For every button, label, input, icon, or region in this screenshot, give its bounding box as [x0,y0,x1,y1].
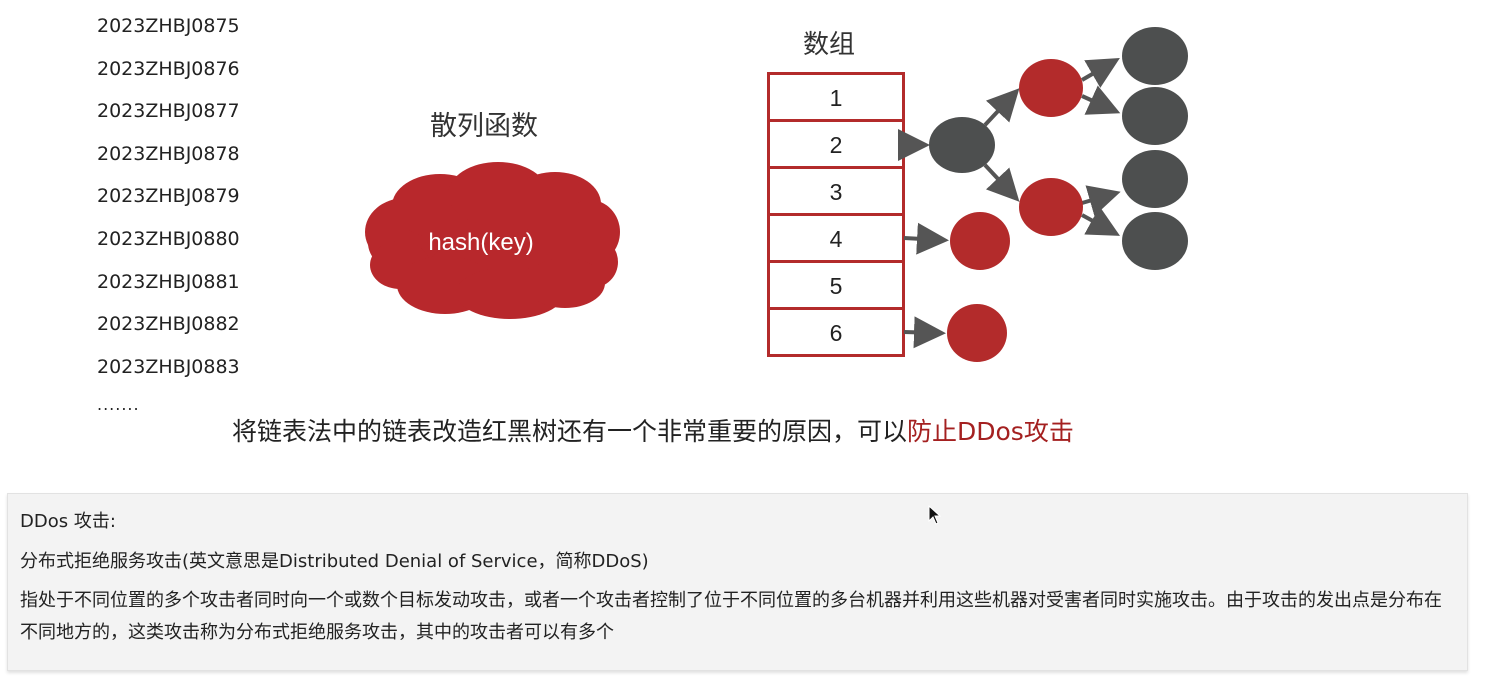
mouse-cursor-icon [928,505,942,525]
key-item: 2023ZHBJ0882 [97,313,240,336]
tree-node-black-leaf [1122,212,1188,270]
tree-node-red [1019,59,1083,117]
key-item: 2023ZHBJ0880 [97,227,240,250]
arrow-red1-to-black2 [1081,85,1121,115]
info-definition: 分布式拒绝服务攻击(英文意思是Distributed Denial of Ser… [20,551,649,572]
arrow-cell6-to-node [903,316,946,349]
list-node-red [947,304,1007,362]
arrow-root-to-red1 [983,88,1020,127]
tree-node-black-leaf [1122,87,1188,145]
arrow-red2-to-black4 [1081,206,1121,236]
arrow-red1-to-black1 [1080,57,1120,88]
hash-table-diagram: hash(key) 1 2 3 4 5 6 [365,27,1188,362]
info-title: DDos 攻击: [20,511,116,532]
key-item: 2023ZHBJ0883 [97,355,240,378]
info-description: 指处于不同位置的多个攻击者同时向一个或数个目标发动攻击，或者一个攻击者控制了位于… [20,590,1442,643]
array-cell-2: 2 [830,132,843,158]
key-item: 2023ZHBJ0876 [97,57,240,80]
caption-highlight: 防止DDos攻击 [907,417,1074,446]
array-cell-1: 1 [830,85,843,111]
key-item: 2023ZHBJ0878 [97,142,240,165]
key-list: 2023ZHBJ0875 2023ZHBJ0876 2023ZHBJ0877 2… [97,12,240,438]
key-item: 2023ZHBJ0875 [97,15,240,37]
list-node-red [950,212,1010,270]
hash-cloud: hash(key) [365,162,620,319]
array: 1 2 3 4 5 6 [767,72,905,357]
hash-function-title: 散列函数 [430,111,538,142]
tree-node-black-root [929,117,995,173]
key-item: 2023ZHBJ0879 [97,185,240,208]
key-item: 2023ZHBJ0877 [97,100,240,123]
tree-nodes [929,27,1188,362]
array-cell-5: 5 [830,273,843,299]
caption: 将链表法中的链表改造红黑树还有一个非常重要的原因，可以防止DDos攻击 [232,412,1074,448]
arrows [898,57,1121,349]
array-cell-3: 3 [830,179,843,205]
array-cell-6: 6 [830,320,843,346]
hash-cloud-label: hash(key) [428,229,533,256]
key-list-ellipsis: ....... [97,395,140,415]
ddos-info-box: DDos 攻击: 分布式拒绝服务攻击(英文意思是Distributed Deni… [7,493,1468,671]
tree-node-black-leaf [1122,27,1188,85]
key-item: 2023ZHBJ0881 [97,270,240,293]
caption-text: 将链表法中的链表改造红黑树还有一个非常重要的原因，可以 [232,417,908,446]
array-title: 数组 [803,30,856,60]
arrow-cell4-to-node [903,222,949,255]
arrow-red2-to-black3 [1081,185,1121,217]
tree-node-red [1019,178,1083,236]
arrow-root-to-red2 [983,163,1020,202]
tree-node-black-leaf [1122,150,1188,208]
array-cell-4: 4 [830,226,843,252]
